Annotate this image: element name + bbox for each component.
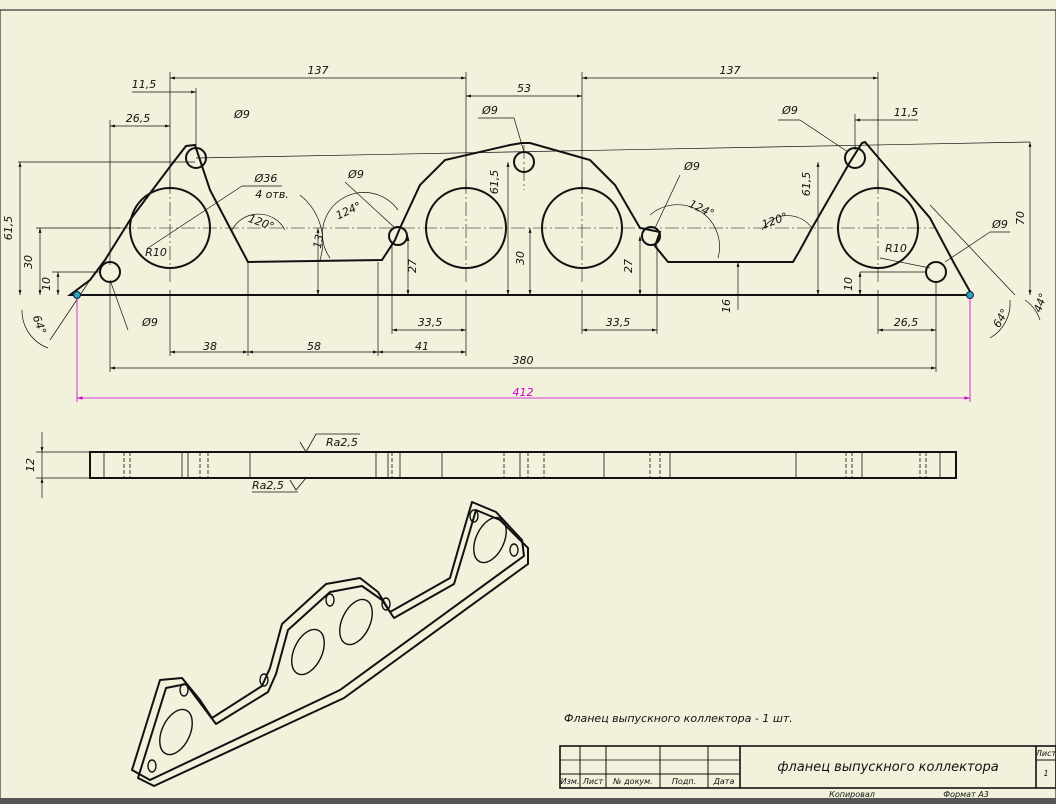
flange-top-view (67, 140, 974, 296)
dim-26-5-bottom: 26,5 (894, 316, 919, 329)
dim-27-left: 27 (406, 259, 419, 273)
dim-53: 53 (517, 82, 531, 95)
dim-hole9-e: Ø9 (683, 160, 700, 173)
dim-64-left: 64° (30, 313, 49, 336)
tb-header-4: Дата (713, 777, 735, 786)
bolt-hole-slot-left (388, 226, 408, 246)
dim-hole9-b: Ø9 (481, 104, 498, 117)
dim-hole9-c: Ø9 (781, 104, 798, 117)
tb-header-1: Лист (582, 777, 604, 786)
dim-412: 412 (513, 386, 534, 399)
dim-61-5-left: 61,5 (2, 216, 15, 241)
roughness-bottom: Ra2,5 (252, 479, 284, 492)
dim-124-left: 124° (334, 199, 364, 222)
dim-10-right: 10 (842, 277, 855, 291)
dim-27-right: 27 (622, 259, 635, 273)
dim-hole36: Ø36 (254, 172, 278, 185)
flange-isometric-view (131, 501, 529, 787)
dim-58: 58 (307, 340, 321, 353)
dim-11-5-left: 11,5 (132, 78, 157, 91)
dim-38: 38 (203, 340, 217, 353)
bolt-hole-right-top (844, 147, 866, 169)
dim-hole9-a: Ø9 (233, 108, 250, 121)
sheet-value: 1 (1043, 769, 1048, 778)
roughness-top: Ra2,5 (326, 436, 358, 449)
title-block (559, 745, 1056, 789)
center-lines (115, 145, 935, 282)
title-block-headers: Изм. Лист № докум. Подп. Дата (561, 777, 735, 786)
dim-10-left: 10 (40, 277, 53, 291)
tb-header-3: Подп. (672, 777, 696, 786)
dim-r10-left: R10 (145, 246, 167, 259)
tb-header-0: Изм. (561, 777, 580, 786)
dim-hole9-g: Ø9 (141, 316, 158, 329)
dim-33-5-right: 33,5 (606, 316, 631, 329)
dim-hole9-d: Ø9 (347, 168, 364, 181)
dim-380: 380 (513, 354, 534, 367)
snap-point-right[interactable] (966, 291, 974, 299)
dim-137-left: 137 (308, 64, 329, 77)
dimension-lines (18, 72, 1041, 372)
flange-outline (67, 140, 974, 296)
dim-holes-count: 4 отв. (255, 188, 289, 201)
tb-header-2: № докум. (612, 777, 652, 786)
part-caption: Фланец выпускного коллектора - 1 шт. (564, 712, 793, 725)
copied-label: Копировал (829, 790, 875, 799)
dim-124-right: 124° (687, 197, 717, 220)
dim-64-right: 64° (990, 307, 1011, 330)
dim-16: 16 (720, 299, 733, 313)
dim-33-5-left: 33,5 (418, 316, 443, 329)
bolt-hole-slot-right (641, 226, 661, 246)
side-thickness: 12 (24, 458, 37, 472)
dim-61-5-right: 61,5 (800, 172, 813, 197)
dim-44: 44° (1031, 291, 1050, 314)
dim-120-left: 120° (247, 212, 276, 233)
dim-70: 70 (1014, 211, 1027, 225)
snap-point-left[interactable] (73, 291, 81, 299)
format-label: Формат А3 (943, 790, 989, 799)
dim-11-5-right: 11,5 (894, 106, 919, 119)
dim-137-right: 137 (720, 64, 741, 77)
dim-hole9-f: Ø9 (991, 218, 1008, 231)
dim-30-left: 30 (22, 255, 35, 269)
dim-61-5-mid: 61,5 (488, 170, 501, 195)
dim-41: 41 (415, 340, 429, 353)
bottom-edge (0, 798, 1056, 804)
drawing-title: фланец выпускного коллектора (777, 760, 998, 775)
sheet-label: Лист (1035, 749, 1056, 758)
dim-r10-right: R10 (885, 242, 907, 255)
dim-13: 13 (311, 233, 326, 249)
dim-26-5-top: 26,5 (126, 112, 151, 125)
dimension-labels: 137 137 53 11,5 26,5 11,5 Ø9 Ø9 Ø9 Ø9 Ø9… (2, 64, 1050, 399)
flange-side-view (36, 432, 957, 498)
overall-dimension-412 (76, 295, 971, 402)
bolt-hole-right-bottom (925, 261, 947, 283)
dim-30-mid: 30 (514, 251, 527, 265)
sheet-frame (0, 9, 1056, 801)
